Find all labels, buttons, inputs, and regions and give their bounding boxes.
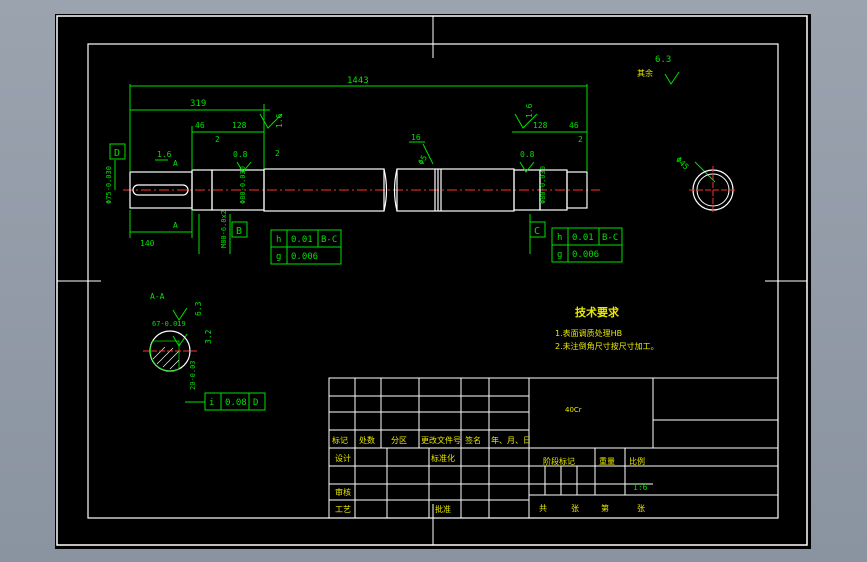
- label-design: 设计: [335, 453, 351, 463]
- dim-right-bearing: 128: [533, 121, 548, 130]
- label-approve: 批准: [435, 504, 451, 514]
- section-rough-2: 3.2: [204, 329, 213, 344]
- dim-left-chamfer-b: 2: [275, 149, 280, 158]
- title-block-grid: [328, 377, 779, 519]
- right-diam-tol: Φ80-0.030: [539, 166, 547, 204]
- roughness-b: 0.8: [233, 150, 248, 159]
- rev-header-doc: 更改文件号: [421, 435, 461, 445]
- tol-right-ref1: B-C: [602, 233, 618, 243]
- dim-left-chamfer-a: 2: [215, 135, 220, 144]
- tol-left-val2: 0.006: [291, 252, 318, 262]
- tol-right-val1: 0.01: [572, 233, 594, 243]
- label-stage: 阶段标记: [543, 456, 575, 466]
- scale-value: 1:6: [633, 483, 648, 492]
- material: 40Cr: [565, 406, 582, 414]
- tol-right-val2: 0.006: [572, 250, 599, 260]
- section-label: A-A: [150, 292, 165, 301]
- datum-d: D: [114, 148, 120, 159]
- rev-header-date: 年、月、日: [491, 435, 531, 445]
- dim-overall: 1443: [347, 76, 369, 86]
- section-tol-val: 0.08: [225, 398, 247, 408]
- title-block-text: 标记 处数 分区 更改文件号 签名 年、月、日 40Cr 设计 标准化 审核 工…: [332, 406, 648, 514]
- section-view: [143, 330, 197, 372]
- label-scale: 比例: [629, 456, 645, 466]
- section-rough-1: 6.3: [194, 301, 203, 316]
- end-view: [689, 166, 737, 214]
- dim-left-bearing: 128: [232, 121, 247, 130]
- notes-line1: 1.表面调质处理HB: [555, 328, 622, 338]
- label-standardize: 标准化: [431, 453, 455, 463]
- left-diam-tol: Φ75-0.030: [105, 166, 113, 204]
- rev-header-sign: 签名: [465, 435, 481, 445]
- tol-right-sym1: h: [557, 233, 562, 243]
- thread-spec: M80-6.0x2: [220, 210, 228, 248]
- rev-header-count: 处数: [359, 435, 375, 445]
- dim-left-section: 319: [190, 99, 206, 109]
- dim-keyway: 140: [140, 239, 155, 248]
- tol-left-val1: 0.01: [291, 235, 313, 245]
- rev-header-mark: 标记: [332, 435, 348, 445]
- dimension-lines: [114, 71, 716, 347]
- dim-left-step: 46: [195, 121, 205, 130]
- tolerance-frames: [109, 143, 623, 411]
- notes-title: 技术要求: [575, 305, 620, 319]
- section-depth: 20-0.03: [189, 360, 197, 390]
- label-sheet-unit: 张: [637, 504, 645, 513]
- tol-left-ref1: B-C: [321, 235, 337, 245]
- datum-c: C: [534, 226, 540, 237]
- datum-b: B: [236, 226, 242, 237]
- roughness-d: 0.8: [520, 150, 535, 159]
- roughness-tag-left: 1.6: [275, 113, 284, 128]
- label-review: 审核: [335, 487, 351, 497]
- centering-marks: [57, 16, 807, 545]
- datum-b-box: [231, 221, 248, 238]
- label-sheet-no: 第: [601, 503, 609, 513]
- dim-groove-width: 16: [411, 133, 421, 142]
- section-tol-ref: D: [253, 398, 258, 408]
- label-weight: 重量: [599, 456, 615, 466]
- dim-groove-depth: Φ5: [416, 153, 429, 166]
- tol-left-sym1: h: [276, 235, 281, 245]
- tol-left-sym2: g: [276, 252, 281, 262]
- general-rough-note: 其余: [637, 68, 653, 78]
- rev-header-zone: 分区: [391, 436, 407, 445]
- datum-c-box: [529, 221, 546, 238]
- shaft-outline: [129, 168, 588, 212]
- section-marker-a: A: [173, 159, 178, 168]
- inner-border: [87, 43, 779, 519]
- label-process: 工艺: [335, 505, 351, 514]
- mid-diam-tol: Φ80-0.030: [239, 166, 247, 204]
- label-total: 共: [539, 504, 547, 513]
- dim-right-step: 46: [569, 121, 579, 130]
- section-diam: Φ45: [674, 155, 691, 172]
- roughness-a: 1.6: [157, 150, 172, 159]
- section-tol-sym: i: [209, 398, 214, 408]
- section-width: 67-0.019: [152, 320, 186, 328]
- notes-line2: 2.未注倒角尺寸按尺寸加工。: [555, 341, 659, 351]
- tol-right-sym2: g: [557, 250, 562, 260]
- datum-d-box: [109, 143, 126, 160]
- label-sheets: 张: [571, 504, 579, 513]
- drawing-sheet: 1443 319 46 128 2 2 140 1.6 1.6 0.8 16 Φ…: [55, 14, 811, 549]
- dim-right-chamfer: 2: [578, 135, 583, 144]
- general-rough: 6.3: [655, 55, 671, 65]
- cad-drawing: 1443 319 46 128 2 2 140 1.6 1.6 0.8 16 Φ…: [56, 15, 808, 546]
- section-marker-a2: A: [173, 221, 178, 230]
- roughness-c: 1.6: [525, 103, 534, 118]
